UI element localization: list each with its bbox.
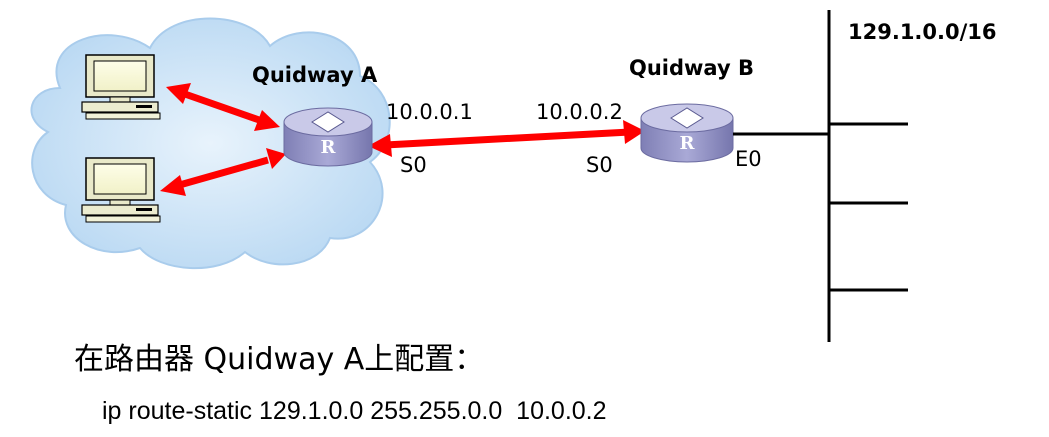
pc-icon <box>81 54 161 120</box>
pc2-router-a-link <box>160 148 286 196</box>
router-a-icon: R <box>283 107 373 167</box>
pc1-router-a-link <box>166 83 280 131</box>
router-b-badge: R <box>680 133 696 154</box>
router-a-badge: R <box>321 137 337 158</box>
config-caption: 在路由器 Quidway A上配置： <box>74 342 485 377</box>
pc-icon <box>81 157 161 223</box>
router-b-icon: R <box>640 103 734 163</box>
router-b-ip: 10.0.0.2 <box>536 100 623 124</box>
serial-link <box>368 120 645 157</box>
config-command: ip route-static 129.1.0.0 255.255.0.0 10… <box>102 397 607 425</box>
network-bus <box>827 10 908 342</box>
router-b-label: Quidway B <box>629 56 754 80</box>
router-a-label: Quidway A <box>252 63 378 87</box>
router-a-ip: 10.0.0.1 <box>386 100 473 124</box>
router-b-e0-label: E0 <box>735 147 762 171</box>
router-b-s0-label: S0 <box>586 153 613 177</box>
network-label: 129.1.0.0/16 <box>848 20 997 44</box>
router-a-s0-label: S0 <box>400 153 427 177</box>
